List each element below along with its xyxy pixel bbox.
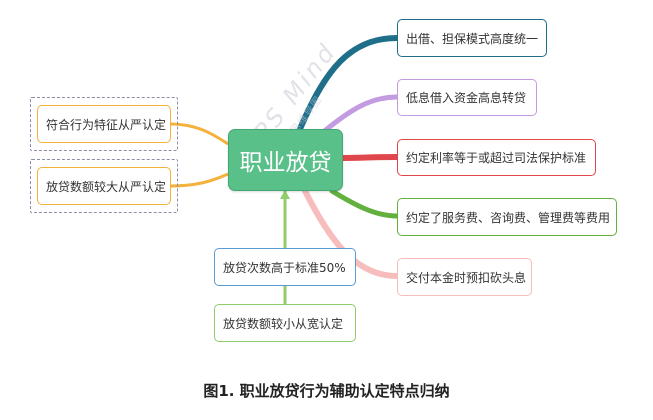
right-node-4-label: 约定了服务费、咨询费、管理费等费用: [406, 210, 611, 225]
connector-right-1: [297, 35, 400, 132]
figure-caption: 图1. 职业放贷行为辅助认定特点归纳: [203, 382, 450, 400]
arrow-up-icon: [280, 190, 290, 199]
right-node-5[interactable]: 交付本金时预扣砍头息: [397, 258, 532, 296]
left-node-2-label: 放贷数额较大从严认定: [46, 179, 167, 194]
right-node-3-label: 约定利率等于或超过司法保护标准: [406, 151, 587, 165]
left-node-1-label: 符合行为特征从严认定: [46, 117, 167, 132]
left-frame-1: [30, 97, 178, 151]
left-node-2[interactable]: 放贷数额较大从严认定: [37, 167, 171, 205]
connector-right-4: [329, 188, 400, 219]
connector-left-1: [169, 122, 229, 146]
right-node-2-label: 低息借入资金高息转贷: [406, 91, 527, 105]
right-node-1[interactable]: 出借、担保模式高度统一: [397, 19, 547, 57]
connector-right-2: [319, 94, 400, 136]
bottom-node-1[interactable]: 放贷次数高于标准50%: [214, 248, 356, 286]
center-node[interactable]: 职业放贷: [228, 129, 343, 191]
left-frame-2: [30, 159, 178, 213]
bottom-node-2-label: 放贷数额较小从宽认定: [223, 316, 344, 331]
right-node-5-label: 交付本金时预扣砍头息: [406, 270, 527, 285]
right-node-2[interactable]: 低息借入资金高息转贷: [397, 79, 537, 116]
connector-right-3: [340, 154, 400, 161]
bottom-node-2[interactable]: 放贷数额较小从宽认定: [214, 304, 356, 342]
bottom-node-1-label: 放贷次数高于标准50%: [223, 260, 346, 275]
center-node-label: 职业放贷: [239, 150, 332, 176]
right-node-3[interactable]: 约定利率等于或超过司法保护标准: [397, 139, 596, 176]
right-node-4[interactable]: 约定了服务费、咨询费、管理费等费用: [397, 198, 617, 236]
left-node-1[interactable]: 符合行为特征从严认定: [37, 105, 171, 143]
right-node-1-label: 出借、担保模式高度统一: [406, 31, 539, 46]
connector-left-2: [169, 172, 229, 188]
